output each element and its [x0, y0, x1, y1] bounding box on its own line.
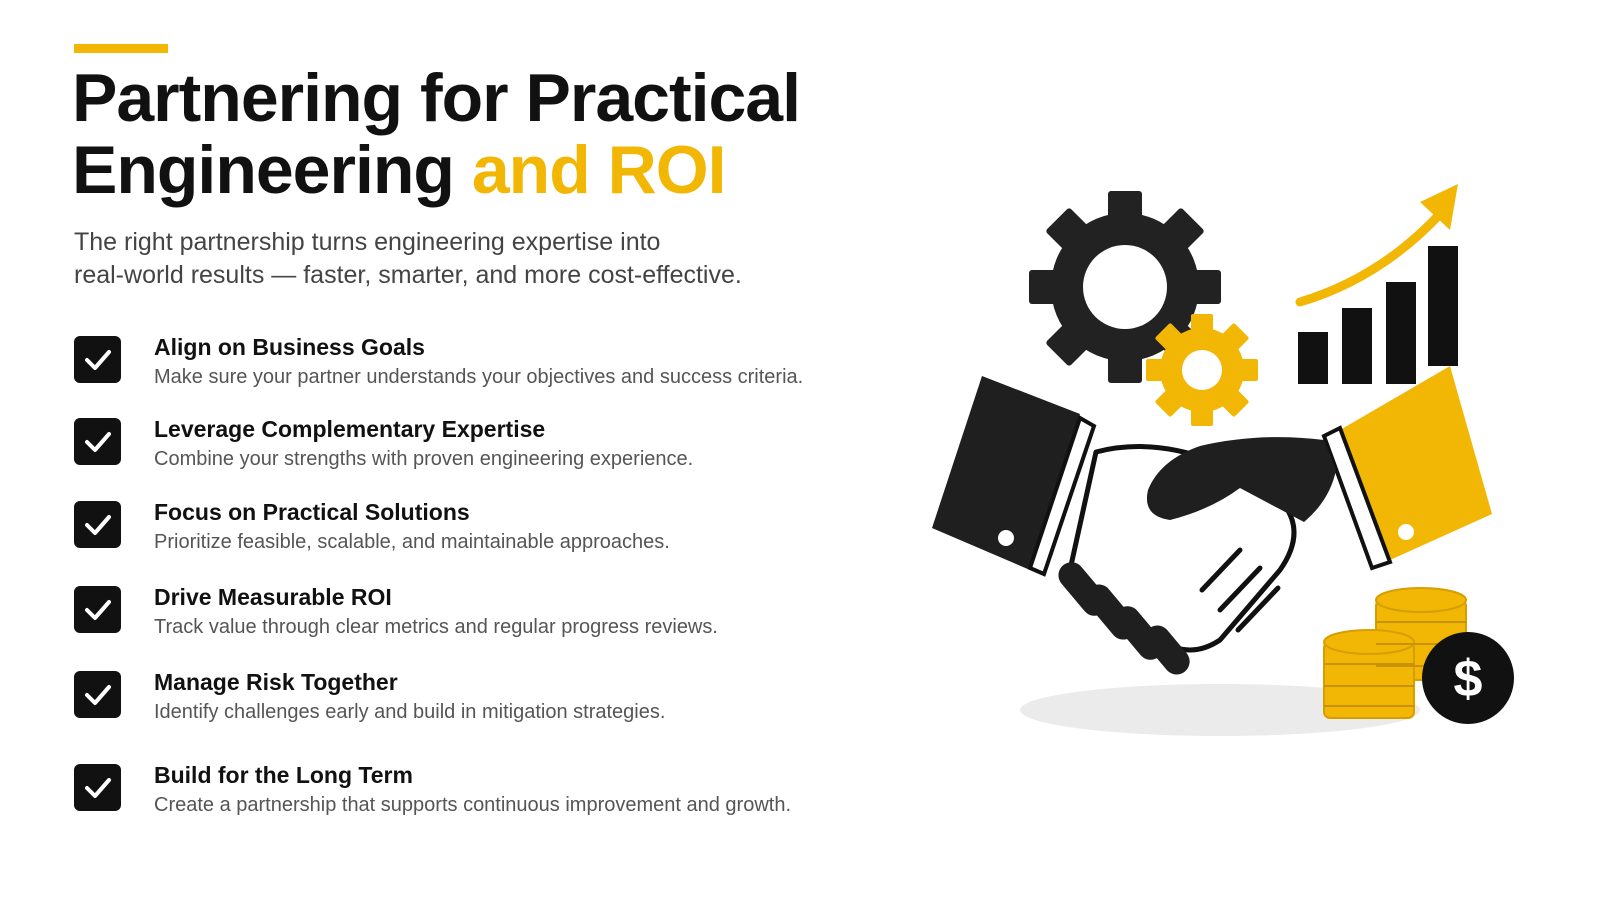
- item-title: Leverage Complementary Expertise: [154, 416, 546, 442]
- check-icon: [74, 501, 121, 548]
- list-item: Leverage Complementary Expertise Combine…: [74, 416, 934, 488]
- item-description: Identify challenges early and build in m…: [154, 701, 666, 723]
- item-title: Build for the Long Term: [154, 762, 413, 788]
- item-description: Prioritize feasible, scalable, and maint…: [154, 531, 670, 553]
- title-line-1: Partnering for Practical: [72, 60, 801, 136]
- bar-chart-icon: [1298, 246, 1458, 384]
- list-item: Focus on Practical Solutions Prioritize …: [74, 499, 934, 571]
- check-icon: [74, 418, 121, 465]
- check-icon: [74, 764, 121, 811]
- title-line-2-accent: and ROI: [471, 132, 727, 208]
- item-title: Align on Business Goals: [154, 334, 425, 360]
- title-line-2-dark: Engineering: [72, 132, 455, 208]
- subtitle-line-2: real-world results — faster, smarter, an…: [74, 261, 742, 289]
- item-description: Create a partnership that supports conti…: [154, 794, 792, 816]
- check-icon: [74, 336, 121, 383]
- partnership-illustration: $: [932, 184, 1514, 736]
- gear-icon: [1146, 314, 1258, 426]
- list-item: Build for the Long Term Create a partner…: [74, 762, 934, 834]
- list-item: Drive Measurable ROI Track value through…: [74, 584, 934, 656]
- subtitle-line-1: The right partnership turns engineering …: [74, 228, 661, 256]
- page-subtitle: The right partnership turns engineering …: [74, 226, 834, 292]
- title-accent-bar: [74, 44, 168, 53]
- list-item: Manage Risk Together Identify challenges…: [74, 669, 934, 741]
- item-title: Manage Risk Together: [154, 669, 398, 695]
- ground-shadow: [1020, 684, 1420, 736]
- item-title: Drive Measurable ROI: [154, 584, 392, 610]
- dollar-symbol: $: [1454, 650, 1483, 708]
- check-icon: [74, 586, 121, 633]
- item-title: Focus on Practical Solutions: [154, 499, 470, 525]
- item-description: Make sure your partner understands your …: [154, 366, 804, 388]
- check-icon: [74, 671, 121, 718]
- coin-stack-icon: [1323, 587, 1467, 719]
- item-description: Track value through clear metrics and re…: [154, 616, 718, 638]
- handshake-icon: [932, 366, 1492, 675]
- list-item: Align on Business Goals Make sure your p…: [74, 334, 934, 406]
- item-description: Combine your strengths with proven engin…: [154, 448, 694, 470]
- growth-arrow-icon: [1295, 184, 1458, 307]
- dollar-icon: $: [1422, 632, 1514, 724]
- page-title: Partnering for Practical Engineering and…: [72, 60, 801, 208]
